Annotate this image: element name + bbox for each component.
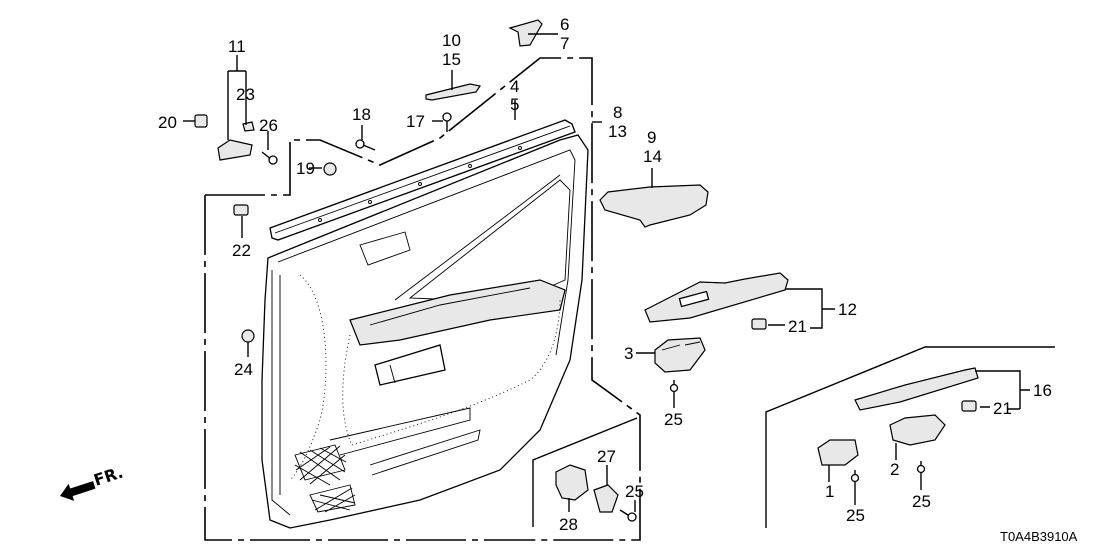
part-4-5-door-molding[interactable]: [269, 118, 576, 241]
callout-12[interactable]: 12: [838, 300, 857, 319]
callout-25-c[interactable]: 25: [912, 492, 931, 511]
callout-15[interactable]: 15: [442, 50, 461, 69]
door-lining-group-boundary: [204, 57, 641, 541]
part-25-screw-a[interactable]: [669, 380, 679, 393]
front-direction-indicator: FR.: [60, 463, 125, 501]
part-2-switch[interactable]: [889, 414, 946, 446]
part-16-switch-panel[interactable]: [854, 367, 979, 411]
part-26-screw[interactable]: [261, 151, 278, 165]
callout-1[interactable]: 1: [825, 482, 834, 501]
sub-group-27-28-boundary: [532, 417, 638, 527]
callout-5[interactable]: 5: [510, 95, 519, 114]
callout-18[interactable]: 18: [352, 105, 371, 124]
callout-21-a[interactable]: 21: [788, 317, 807, 336]
door-lining-panel[interactable]: [261, 134, 589, 529]
callout-17[interactable]: 17: [406, 112, 425, 131]
part-11-bracket[interactable]: [217, 139, 253, 161]
part-6-7-bracket[interactable]: [508, 19, 543, 47]
part-25-screw-b[interactable]: [850, 470, 860, 483]
part-24-clip[interactable]: [242, 121, 255, 132]
front-arrow-icon: [60, 481, 96, 501]
right-variant-group-boundary: [765, 346, 1055, 528]
callout-7[interactable]: 7: [560, 34, 569, 53]
speaker-grille: [294, 444, 356, 513]
part-1-switch[interactable]: [817, 439, 859, 466]
callout-27[interactable]: 27: [597, 447, 616, 466]
part-12-switch-panel[interactable]: [644, 272, 789, 323]
part-18-screw[interactable]: [355, 139, 376, 151]
callout-11[interactable]: 11: [228, 37, 246, 56]
front-label: FR.: [91, 463, 125, 490]
part-27-switch[interactable]: [593, 484, 619, 513]
part-10-15-cover[interactable]: [425, 83, 481, 101]
part-9-14-armrest[interactable]: [599, 184, 709, 228]
callout-labels: 11 23 20 26 18 19 17 10 15 4 5 6 7 8 13 …: [158, 15, 1052, 534]
callout-21-b[interactable]: 21: [993, 399, 1012, 418]
callout-10[interactable]: 10: [442, 31, 461, 50]
callout-3[interactable]: 3: [624, 344, 633, 363]
callout-25-d[interactable]: 25: [625, 482, 644, 501]
leader-lines: [183, 33, 1030, 512]
part-3-switch[interactable]: [654, 337, 706, 373]
callout-24[interactable]: 23: [236, 85, 255, 104]
callout-20[interactable]: 20: [158, 113, 177, 132]
callout-4[interactable]: 4: [510, 77, 519, 96]
callout-9[interactable]: 9: [647, 128, 656, 147]
part-25-screw-c[interactable]: [916, 461, 926, 474]
callout-28[interactable]: 28: [559, 515, 578, 534]
part-17-screw[interactable]: [442, 112, 452, 132]
diagram-code: T0A4B3910A: [1000, 529, 1078, 544]
callout-26[interactable]: 26: [259, 116, 278, 135]
callout-2[interactable]: 2: [890, 460, 899, 479]
callout-25-a[interactable]: 25: [664, 410, 683, 429]
callout-19[interactable]: 19: [296, 159, 315, 178]
callout-14[interactable]: 14: [643, 147, 662, 166]
callout-8[interactable]: 8: [613, 103, 622, 122]
callout-22[interactable]: 22: [232, 241, 251, 260]
part-21-clip-a[interactable]: [751, 318, 767, 330]
callout-25-b[interactable]: 25: [846, 506, 865, 525]
callout-13[interactable]: 13: [608, 122, 627, 141]
part-19-nut[interactable]: [323, 162, 337, 176]
callout-16[interactable]: 16: [1033, 381, 1052, 400]
callout-6[interactable]: 6: [560, 15, 569, 34]
part-21-clip-b[interactable]: [961, 400, 977, 412]
callout-23[interactable]: 24: [234, 360, 253, 379]
part-22-clip[interactable]: [233, 204, 249, 216]
part-20-clip[interactable]: [194, 114, 208, 128]
part-28-switch[interactable]: [555, 464, 589, 501]
part-23-clip[interactable]: [241, 329, 255, 343]
part-25-screw-sub[interactable]: [619, 509, 637, 522]
